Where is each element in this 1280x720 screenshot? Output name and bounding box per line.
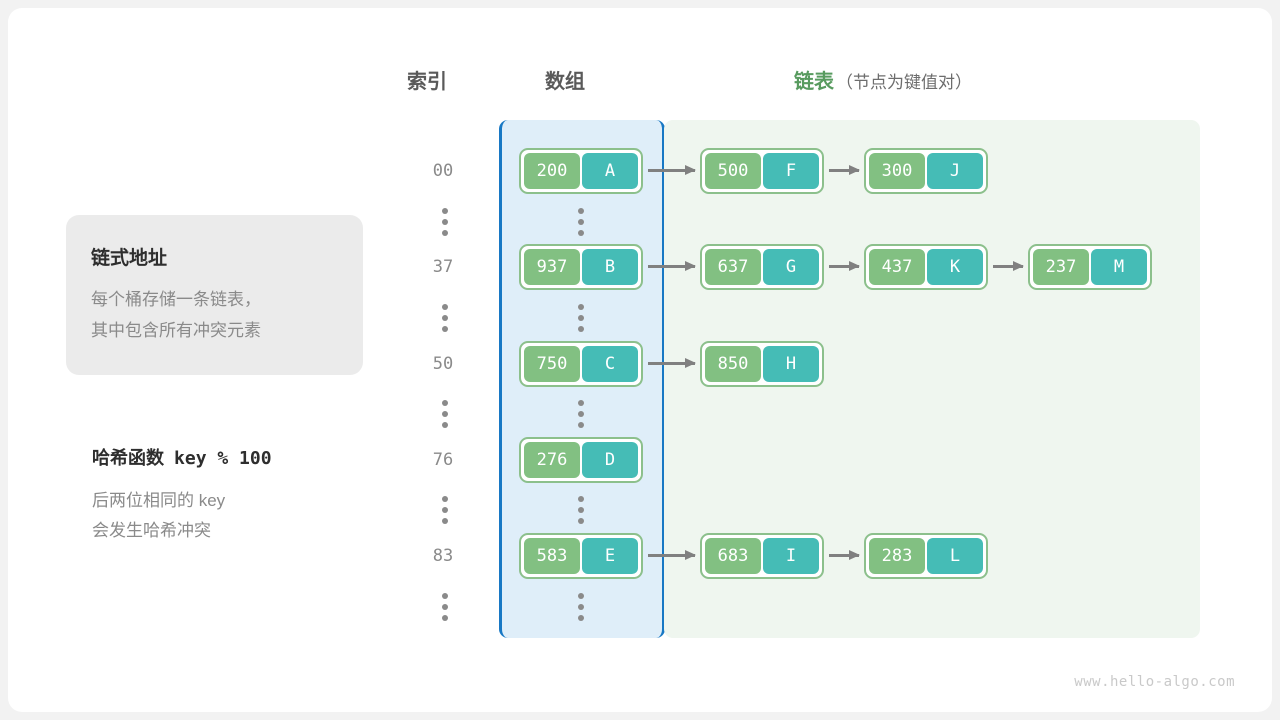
node-value: K (927, 249, 983, 285)
bucket-index-label: 00 (432, 161, 454, 181)
node-value: L (927, 538, 983, 574)
node-key: 683 (705, 538, 761, 574)
index-column-ellipsis (442, 208, 448, 236)
chain-arrow-icon (648, 165, 696, 175)
node-key: 283 (869, 538, 925, 574)
node-key: 500 (705, 153, 761, 189)
column-header-index: 索引 (407, 71, 447, 93)
diagram-card: 索引 数组 链表（节点为键值对） 链式地址 每个桶存储一条链表， 其中包含所有冲… (8, 8, 1272, 712)
node-value: B (582, 249, 638, 285)
array-column-ellipsis (578, 400, 584, 428)
node-value: J (927, 153, 983, 189)
column-header-linked-list-text: 链表 (794, 71, 834, 93)
bucket-index-label: 83 (432, 546, 454, 566)
array-column-ellipsis (578, 304, 584, 332)
chain-arrow-icon (648, 261, 696, 271)
hash-function-label: 哈希函数 (92, 448, 164, 468)
node-value: C (582, 346, 638, 382)
index-column-ellipsis (442, 304, 448, 332)
node-key: 437 (869, 249, 925, 285)
hash-function-title: 哈希函数 key % 100 (92, 444, 272, 470)
index-column-ellipsis (442, 496, 448, 524)
node-key: 237 (1033, 249, 1089, 285)
info-panel-body: 每个桶存储一条链表， 其中包含所有冲突元素 (91, 290, 261, 340)
node-key: 276 (524, 442, 580, 478)
node-value: M (1091, 249, 1147, 285)
node-key: 750 (524, 346, 580, 382)
bucket-index-label: 76 (432, 450, 454, 470)
node-value: I (763, 538, 819, 574)
bucket-index-label: 37 (432, 257, 454, 277)
node-value: H (763, 346, 819, 382)
array-column-ellipsis (578, 208, 584, 236)
index-column-ellipsis (442, 400, 448, 428)
node-value: E (582, 538, 638, 574)
node-value: G (763, 249, 819, 285)
chain-arrow-icon (993, 261, 1024, 271)
array-column-ellipsis (578, 593, 584, 621)
hash-function-body: 后两位相同的 key 会发生哈希冲突 (92, 491, 226, 540)
index-column-ellipsis (442, 593, 448, 621)
info-panel-title: 链式地址 (91, 248, 168, 269)
node-key: 200 (524, 153, 580, 189)
info-panel: 链式地址 每个桶存储一条链表， 其中包含所有冲突元素 (66, 215, 363, 375)
node-key: 583 (524, 538, 580, 574)
hash-function-expression: key % 100 (174, 448, 272, 469)
chain-arrow-icon (829, 165, 860, 175)
node-value: F (763, 153, 819, 189)
node-key: 637 (705, 249, 761, 285)
node-key: 850 (705, 346, 761, 382)
bucket-index-label: 50 (432, 354, 454, 374)
node-key: 937 (524, 249, 580, 285)
node-value: D (582, 442, 638, 478)
column-header-linked-list: 链表（节点为键值对） (794, 65, 972, 94)
node-value: A (582, 153, 638, 189)
watermark: www.hello-algo.com (1074, 674, 1235, 690)
array-column-ellipsis (578, 496, 584, 524)
column-header-array: 数组 (545, 71, 585, 93)
chain-arrow-icon (648, 550, 696, 560)
chain-arrow-icon (648, 358, 696, 368)
chain-arrow-icon (829, 261, 860, 271)
chain-arrow-icon (829, 550, 860, 560)
column-header-linked-list-note: （节点为键值对） (836, 73, 972, 92)
node-key: 300 (869, 153, 925, 189)
